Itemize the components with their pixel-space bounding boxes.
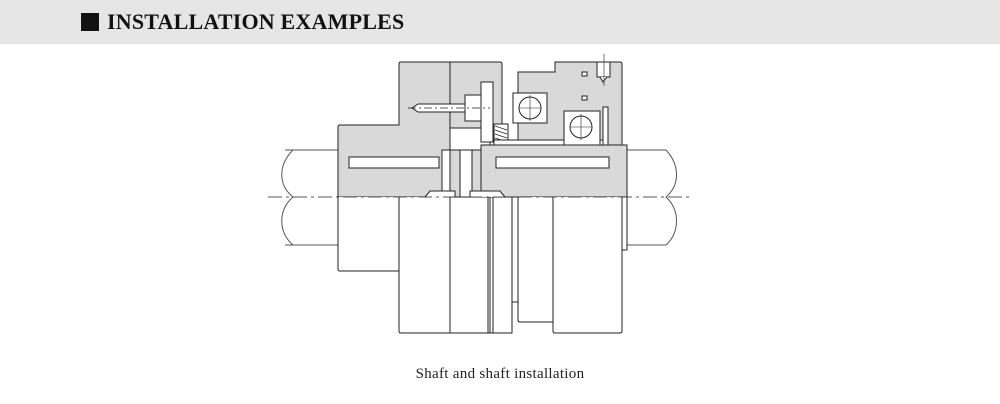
- right-hub-section: [480, 144, 628, 198]
- black-square-icon: [81, 13, 99, 31]
- section-header: INSTALLATION EXAMPLES: [0, 0, 1000, 44]
- bearing-1: [512, 92, 548, 124]
- left-hub-lower: [337, 197, 400, 272]
- section-title: INSTALLATION EXAMPLES: [107, 9, 405, 34]
- keyways: [348, 156, 610, 169]
- left-shaft: [281, 149, 338, 246]
- bearing-2: [563, 106, 609, 146]
- figure-caption: Shaft and shaft installation: [415, 366, 585, 382]
- set-screw: [581, 54, 611, 101]
- left-hub-section: [337, 61, 451, 198]
- lower-half: [337, 190, 628, 334]
- right-shaft: [627, 149, 677, 246]
- spring: [493, 123, 607, 146]
- bolt: [408, 81, 494, 143]
